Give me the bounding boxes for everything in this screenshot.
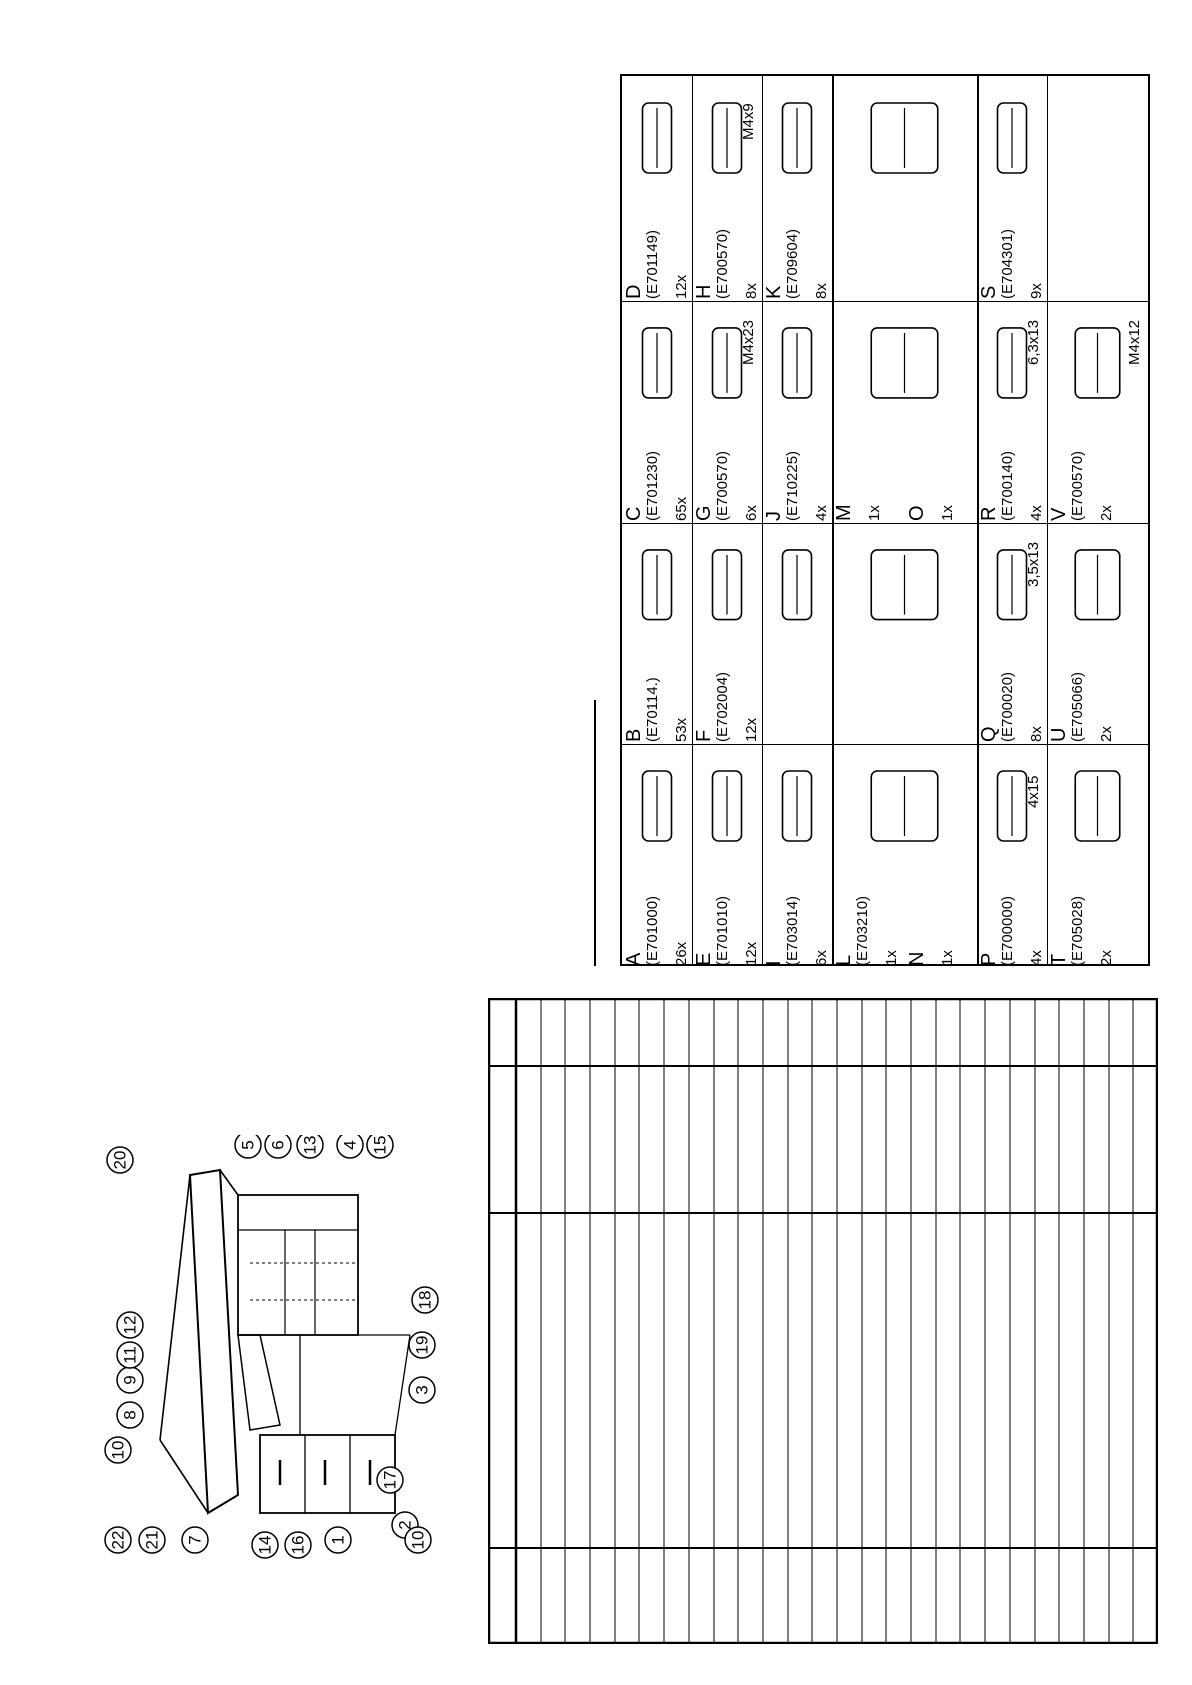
svg-text:1: 1 (329, 1535, 348, 1544)
svg-text:20: 20 (111, 1151, 130, 1170)
part-callout: 21 (138, 1526, 166, 1554)
part-callout: 6 (264, 1135, 292, 1159)
fitting-pictogram (781, 327, 813, 399)
part-callout: 19 (408, 1331, 436, 1359)
grid-line (1047, 76, 1048, 964)
fitting-pictogram (641, 770, 673, 842)
part-callout: 20 (106, 1146, 134, 1174)
svg-text:10: 10 (409, 1531, 428, 1550)
fitting-pictogram (781, 549, 813, 621)
fitting-pictogram (870, 102, 939, 174)
part-callout: 11 (116, 1341, 144, 1369)
part-callout: 9 (116, 1366, 144, 1394)
fitting-pictogram (996, 102, 1028, 174)
fitting-pictogram (781, 770, 813, 842)
part-callout: 10 (104, 1436, 132, 1464)
fitting-pictogram (711, 770, 743, 842)
fitting-pictogram (996, 770, 1028, 842)
svg-text:5: 5 (239, 1140, 258, 1149)
svg-text:9: 9 (121, 1375, 140, 1384)
fitting-pictogram (641, 549, 673, 621)
svg-text:6: 6 (269, 1140, 288, 1149)
part-callout: 5 (234, 1135, 262, 1159)
part-callout: 17 (376, 1466, 404, 1494)
fitting-pictogram (711, 102, 743, 174)
fitting-pictogram (870, 327, 939, 399)
svg-text:17: 17 (381, 1471, 400, 1490)
part-callout: 13 (296, 1135, 324, 1159)
svg-text:2: 2 (396, 1520, 415, 1529)
fitting-pictogram (711, 327, 743, 399)
part-callout: 1 (324, 1526, 352, 1554)
parts-list-table (488, 998, 1158, 1644)
svg-text:16: 16 (289, 1536, 308, 1555)
svg-text:12: 12 (121, 1316, 140, 1335)
svg-text:3: 3 (413, 1385, 432, 1394)
svg-text:7: 7 (186, 1535, 205, 1544)
part-callout: 16 (284, 1531, 312, 1559)
svg-text:8: 8 (121, 1410, 140, 1419)
fitting-pictogram (781, 102, 813, 174)
svg-text:18: 18 (416, 1291, 435, 1310)
grid-line (692, 76, 693, 964)
fitting-pictogram (870, 549, 939, 621)
svg-text:21: 21 (143, 1531, 162, 1550)
svg-text:11: 11 (121, 1346, 140, 1364)
fitting-pictogram (641, 327, 673, 399)
part-callout: 4 (336, 1135, 364, 1159)
fitting-pictogram (1074, 549, 1121, 621)
part-callout: 15 (366, 1135, 394, 1159)
grid-line (762, 76, 763, 964)
grid-line (622, 744, 1148, 745)
svg-text:19: 19 (413, 1336, 432, 1355)
part-callout: 22 (104, 1526, 132, 1554)
grid-line (832, 76, 834, 964)
svg-text:4: 4 (341, 1140, 360, 1149)
svg-text:22: 22 (109, 1531, 128, 1550)
fitting-pictogram (996, 549, 1028, 621)
svg-text:10: 10 (109, 1441, 128, 1460)
part-callout: 7 (181, 1526, 209, 1554)
part-callout: 14 (251, 1531, 279, 1559)
part-callout: 18 (411, 1286, 439, 1314)
fitting-pictogram (870, 770, 939, 842)
right-cabinet (237, 1194, 359, 1336)
svg-text:14: 14 (256, 1536, 275, 1555)
fitting-pictogram (1074, 327, 1121, 399)
fitting-pictogram (711, 549, 743, 621)
desk-top (188, 1168, 240, 1515)
fitting-pictogram (996, 327, 1028, 399)
fitting-pictogram (1074, 770, 1121, 842)
part-callout: 8 (116, 1401, 144, 1429)
part-callout: 10 (404, 1526, 432, 1554)
grid-line (622, 523, 1148, 524)
grid-line (977, 76, 979, 964)
grid-line (622, 301, 1148, 302)
fitting-pictogram (641, 102, 673, 174)
svg-text:15: 15 (371, 1136, 390, 1155)
part-callout: 12 (116, 1311, 144, 1339)
svg-text:13: 13 (301, 1136, 320, 1155)
separator-line (594, 700, 596, 966)
part-callout: 3 (408, 1376, 436, 1404)
